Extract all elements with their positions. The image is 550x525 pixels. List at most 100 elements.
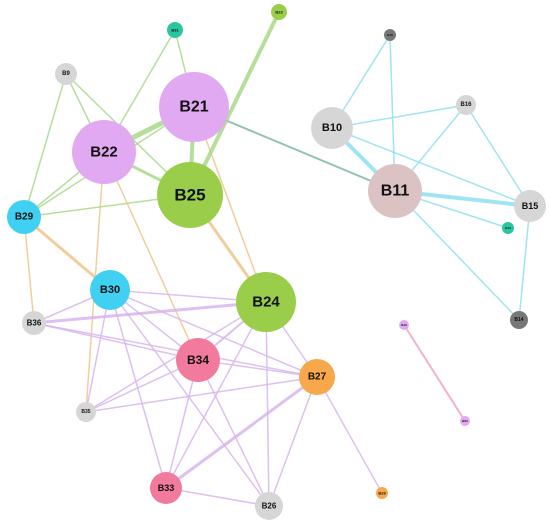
edges-layer [22,10,532,507]
node-label: B31 [171,28,179,33]
node-b19[interactable]: B19 [399,320,409,330]
node-label: B20 [462,419,468,423]
node-b27[interactable]: B27 [299,359,335,395]
edge-b15-b14 [518,205,531,321]
node-b35[interactable]: B35 [76,402,96,422]
node-circle [22,311,46,335]
node-b11[interactable]: B11 [368,164,422,218]
edge-b16-b15 [465,104,531,207]
node-label: B29 [15,212,34,223]
node-label: B35 [81,409,90,415]
node-b29[interactable]: B29 [7,200,41,234]
node-label: B15 [522,201,539,211]
node-circle [157,162,223,228]
edge-b30-b35 [85,289,111,413]
edge-b27-b28 [316,376,383,494]
node-label: B34 [187,353,209,367]
node-circle [255,492,283,520]
node-circle [72,120,136,184]
node-b10[interactable]: B10 [311,107,353,149]
nodes-layer: B21B22B25B24B23B29B30B34B33B27B28B36B35B… [7,4,546,520]
node-b15[interactable]: B15 [514,190,546,222]
node-label: B21 [179,99,208,116]
node-label: B9 [62,71,70,77]
node-label: B16 [460,102,472,108]
edge-b36-b24 [32,300,268,325]
node-b34[interactable]: B34 [176,338,220,382]
node-circle [55,63,77,85]
node-label: B11 [381,183,410,200]
node-circle [399,320,409,330]
edge-b27-b35 [85,376,318,413]
node-circle [7,200,41,234]
edge-b30-b33 [109,289,167,489]
edge-b24-b26 [265,301,270,507]
node-b21[interactable]: B21 [159,72,229,142]
node-circle [502,222,514,234]
edge-b33-b26 [165,487,270,507]
node-label: B27 [308,372,327,383]
node-circle [159,72,229,142]
edge-b24-b35 [85,301,267,413]
node-b14[interactable]: B14 [510,311,528,329]
node-b24[interactable]: B24 [236,272,296,332]
node-b22[interactable]: B22 [72,120,136,184]
node-circle [167,22,183,38]
node-label: B13 [505,226,511,230]
node-label: B23 [275,10,283,15]
node-b31[interactable]: B31 [167,22,183,38]
edge-b19-b20 [403,324,466,422]
node-circle [176,338,220,382]
node-b25[interactable]: B25 [157,162,223,228]
node-circle [510,311,528,329]
edge-b22-b34 [103,151,199,361]
node-label: B28 [378,491,386,496]
node-label: B33 [158,483,175,493]
node-b36[interactable]: B36 [22,311,46,335]
edge-b10-b16 [331,104,467,129]
node-circle [311,107,353,149]
edge-b27-b33 [164,375,319,490]
node-b18[interactable]: B18 [384,29,396,41]
node-circle [150,472,182,504]
edge-b30-b26 [109,289,270,507]
node-b23[interactable]: B23 [271,4,287,20]
node-label: B18 [387,33,393,37]
node-b33[interactable]: B33 [150,472,182,504]
node-label: B19 [401,323,407,327]
edge-b29-b36 [23,216,35,324]
edge-b25-b23 [188,10,281,197]
node-circle [460,416,470,426]
node-b16[interactable]: B16 [456,95,476,115]
node-label: B30 [100,284,120,296]
node-label: B36 [27,319,42,328]
node-b28[interactable]: B28 [376,487,388,499]
node-b9[interactable]: B9 [55,63,77,85]
node-label: B14 [514,317,523,323]
node-circle [271,4,287,20]
node-circle [236,272,296,332]
edge-b34-b26 [197,359,270,507]
node-label: B24 [252,294,280,311]
node-circle [384,29,396,41]
node-b13[interactable]: B13 [502,222,514,234]
node-label: B22 [90,144,118,161]
edge-b27-b26 [268,376,318,507]
edge-b36-b27 [33,322,318,378]
node-b30[interactable]: B30 [90,270,130,310]
node-circle [299,359,335,395]
edge-b36-b34 [33,322,199,361]
node-b26[interactable]: B26 [255,492,283,520]
node-circle [76,402,96,422]
edge-b29-b9 [23,73,67,218]
node-circle [368,164,422,218]
node-b20[interactable]: B20 [460,416,470,426]
node-label: B26 [262,502,277,511]
edge-b24-b33 [165,301,267,489]
node-circle [514,190,546,222]
edge-b11-b14 [394,190,520,321]
node-label: B10 [322,122,342,134]
node-circle [90,270,130,310]
node-label: B25 [174,186,205,205]
